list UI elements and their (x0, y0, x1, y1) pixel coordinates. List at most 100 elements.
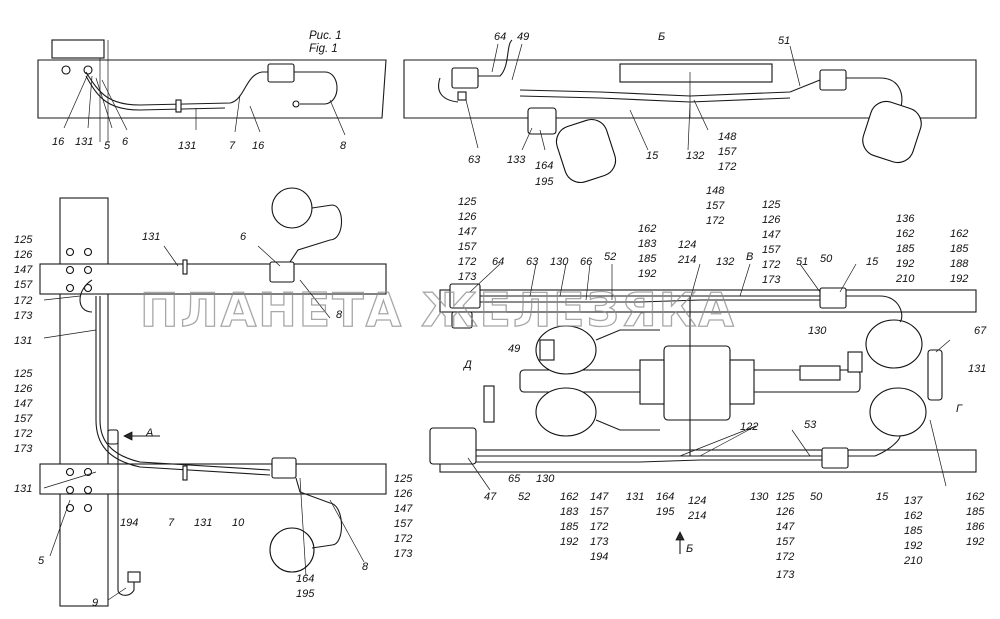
brake-chamber-upper (271, 187, 313, 229)
label-162: 162 (950, 228, 968, 240)
label-173: 173 (14, 443, 33, 455)
label-126: 126 (762, 214, 781, 226)
brake-pipe (85, 75, 226, 111)
label-124: 124 (688, 495, 706, 507)
label-185: 185 (638, 253, 657, 265)
bolt (83, 65, 93, 75)
label-126: 126 (394, 488, 413, 500)
brake-pipe (480, 299, 820, 303)
top-left-view: 16 131 5 6 131 7 16 8 (37, 39, 387, 152)
label-132: 132 (716, 256, 734, 268)
label-195: 195 (296, 588, 315, 600)
bottom-left-view: 125 126 147 157 172 173 131 125 126 147 … (14, 187, 387, 609)
label-64: 64 (494, 31, 506, 43)
clip (175, 99, 182, 113)
label-186: 186 (966, 521, 985, 533)
label-172: 172 (14, 295, 32, 307)
label-5: 5 (104, 140, 111, 152)
label-173: 173 (776, 569, 795, 581)
label-195: 195 (535, 176, 554, 188)
rear-crossbar (619, 63, 773, 83)
label-15: 15 (646, 150, 659, 162)
brake-pipe-vertical (99, 296, 271, 471)
relay-valve (267, 63, 295, 83)
label-210: 210 (895, 273, 915, 285)
label-52: 52 (518, 491, 530, 503)
arrow-head (123, 431, 133, 441)
bottom-right-view: 125 126 147 157 172 173 64 63 130 66 52 … (394, 185, 987, 581)
label-188: 188 (950, 258, 969, 270)
label-126: 126 (14, 383, 33, 395)
label-172: 172 (762, 259, 780, 271)
leader-lines (467, 263, 951, 491)
label-214: 214 (687, 510, 706, 522)
label-147: 147 (394, 503, 413, 515)
hose-rl (595, 419, 660, 431)
leader-lines (63, 73, 346, 136)
label-157: 157 (590, 506, 609, 518)
hose-rr (848, 435, 901, 457)
brake-chamber-rr (869, 387, 927, 437)
view-marker-b: Б (686, 543, 693, 555)
label-131: 131 (14, 483, 32, 495)
label-131: 131 (14, 335, 32, 347)
label-130: 130 (750, 491, 769, 503)
brake-chamber-rl (535, 387, 597, 437)
label-172: 172 (458, 256, 476, 268)
label-131: 131 (194, 517, 212, 529)
valve-block (429, 427, 477, 465)
label-15: 15 (866, 256, 879, 268)
label-173: 173 (394, 548, 413, 560)
sensor (927, 349, 943, 401)
frame-rail-upper (39, 263, 387, 295)
label-157: 157 (394, 518, 413, 530)
label-147: 147 (762, 229, 781, 241)
label-124: 124 (678, 239, 696, 251)
hub (639, 359, 665, 405)
label-192: 192 (638, 268, 656, 280)
watermark: ПЛАНЕТА ЖЕЛЕЗЯКА (140, 283, 736, 337)
label-148: 148 (718, 131, 737, 143)
bolt-pattern (65, 247, 93, 513)
brake-pipe (438, 77, 459, 103)
label-63: 63 (526, 256, 539, 268)
label-8: 8 (362, 561, 369, 573)
label-49: 49 (508, 343, 520, 355)
label-131: 131 (968, 363, 986, 375)
figure-title-ru: Рис. 1 (309, 30, 342, 42)
label-10: 10 (232, 517, 245, 529)
brake-pipe (476, 459, 822, 463)
label-125: 125 (776, 491, 795, 503)
label-164: 164 (656, 491, 674, 503)
label-172: 172 (394, 533, 412, 545)
view-marker-b: Б (658, 31, 665, 43)
label-164: 164 (296, 573, 314, 585)
brake-chamber-rear (862, 100, 922, 164)
label-162: 162 (560, 491, 578, 503)
clip (182, 259, 188, 275)
clamp (847, 351, 863, 373)
label-50: 50 (810, 491, 823, 503)
brake-hose-upper (289, 204, 343, 263)
label-147: 147 (590, 491, 609, 503)
label-147: 147 (458, 226, 477, 238)
label-157: 157 (458, 241, 477, 253)
label-9: 9 (92, 597, 98, 609)
label-50: 50 (820, 253, 833, 265)
label-53: 53 (804, 419, 817, 431)
label-65: 65 (508, 473, 521, 485)
pipe-to-9 (117, 432, 135, 596)
hub (729, 359, 755, 405)
crossmember-vertical (59, 197, 109, 607)
label-51: 51 (778, 35, 790, 47)
valve-block (527, 107, 557, 135)
label-195: 195 (656, 506, 675, 518)
hose-fl (595, 329, 660, 341)
view-marker-v: В (746, 251, 753, 263)
clamp (539, 339, 555, 361)
leader-lines (465, 43, 801, 151)
label-126: 126 (14, 249, 33, 261)
control-valve (451, 67, 479, 89)
label-157: 157 (718, 146, 737, 158)
brake-pipe (519, 95, 791, 103)
